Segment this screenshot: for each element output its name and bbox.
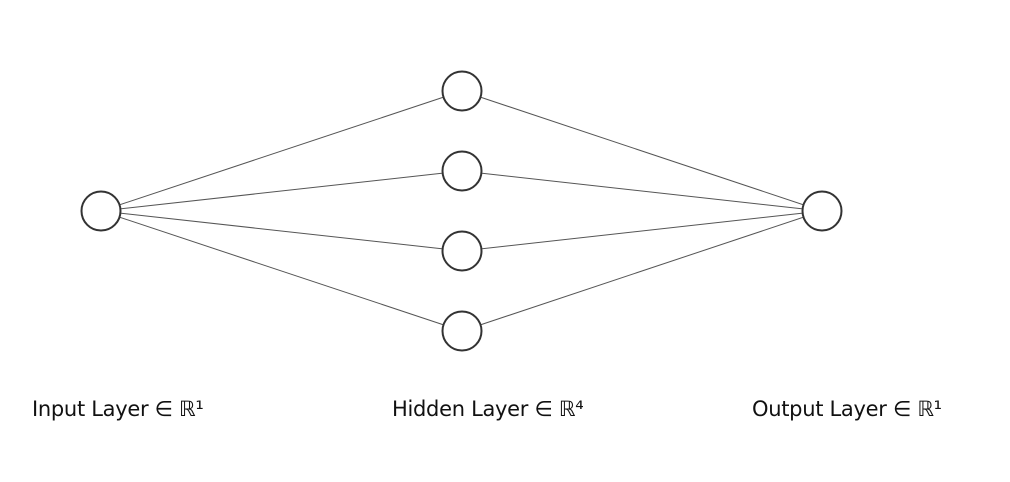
connection-input-1-to-hidden-3 <box>100 210 463 252</box>
connection-input-1-to-hidden-2 <box>100 170 463 212</box>
neurons <box>80 70 843 352</box>
hidden-neuron-3 <box>441 230 483 272</box>
output-layer-label: Output Layer ∈ ℝ¹ <box>752 397 942 421</box>
connection-hidden-3-to-output-1 <box>461 210 823 252</box>
hidden-neuron-4 <box>441 310 483 352</box>
connection-hidden-2-to-output-1 <box>461 170 823 212</box>
output-neuron-1 <box>801 190 843 232</box>
input-neuron-1 <box>80 190 122 232</box>
hidden-neuron-1 <box>441 70 483 112</box>
connection-input-1-to-hidden-4 <box>100 210 463 332</box>
input-layer-label: Input Layer ∈ ℝ¹ <box>32 397 204 421</box>
connections <box>100 90 823 332</box>
connection-input-1-to-hidden-1 <box>100 90 463 212</box>
connection-hidden-4-to-output-1 <box>461 210 823 332</box>
hidden-neuron-2 <box>441 150 483 192</box>
connection-hidden-1-to-output-1 <box>461 90 823 212</box>
hidden-layer-label: Hidden Layer ∈ ℝ⁴ <box>392 397 584 421</box>
